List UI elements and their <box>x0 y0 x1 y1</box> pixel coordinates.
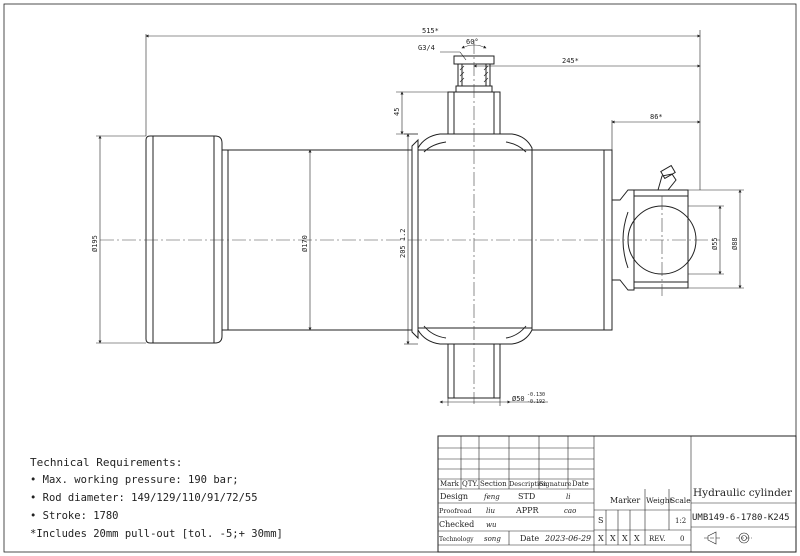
tb-scale: Scale <box>670 496 691 505</box>
title-block <box>437 435 797 553</box>
tb-header-qty: QTY. <box>462 480 478 488</box>
tb-scale-value: 1:2 <box>675 517 686 525</box>
tb-design-sig: feng <box>483 493 500 501</box>
dim-eye-outer: Ø88 <box>731 237 739 250</box>
dim-trunnion-tol-upper: -0.130 <box>527 392 545 398</box>
requirement-item: • Rod diameter: 149/129/110/91/72/55 <box>30 492 258 504</box>
tb-proofread-sig: liu <box>486 507 495 515</box>
dim-port-angle: 60° <box>466 38 479 46</box>
dim-eye-inner: Ø55 <box>711 237 719 250</box>
dim-port-height: 45 <box>393 108 401 116</box>
barrel-outline <box>145 135 223 344</box>
tb-x-mark-4: X <box>634 534 640 543</box>
dim-trunnion-dia: Ø50 <box>512 395 525 403</box>
tb-part-number: UMB149-6-1780-K245 <box>692 513 790 523</box>
tb-header-signature: Signature <box>539 480 572 488</box>
requirement-item: *Includes 20mm pull-out [tol. -5;+ 30mm] <box>30 528 283 540</box>
cylinder-body <box>145 55 697 399</box>
tb-weight: Weight <box>646 496 673 505</box>
tb-appr: APPR <box>515 506 540 515</box>
tb-proofread: Proofread <box>439 507 472 515</box>
dim-end-offset: 86* <box>650 113 663 121</box>
tb-marker: Marker <box>610 496 640 505</box>
tb-date-value: 2023-06-29 <box>544 534 591 543</box>
tb-x-mark-3: X <box>622 534 628 543</box>
tb-header-section: Section <box>480 480 507 488</box>
tb-header-date: Date <box>572 480 589 488</box>
tb-std: STD <box>518 492 535 501</box>
tb-design: Design <box>440 492 468 501</box>
tb-rev-value: 0 <box>680 535 684 543</box>
dimension-lines <box>96 30 744 406</box>
dim-barrel-dia: Ø195 <box>91 235 99 252</box>
tb-header-description: Description <box>509 480 547 488</box>
dim-trunnion-tol-lower: -0.192 <box>527 399 545 405</box>
tb-date-label: Date <box>520 534 539 543</box>
drawing-frame <box>3 3 797 553</box>
tb-title: Hydraulic cylinder <box>693 487 793 499</box>
dim-overall-length: 515* <box>422 27 439 35</box>
tb-appr-sig: cao <box>564 507 576 515</box>
tb-technology-sig: song <box>484 535 501 543</box>
tb-checked-sig: wu <box>486 521 497 529</box>
tb-x-mark-1: X <box>598 534 604 543</box>
tb-std-sig: li <box>566 493 570 501</box>
tb-rev: REV. <box>649 535 665 543</box>
dim-head-dia: 205 1.2 <box>399 228 407 258</box>
tb-header-mark: Mark <box>440 480 460 488</box>
requirement-item: • Stroke: 1780 <box>30 510 119 522</box>
tb-x-mark-2: X <box>610 534 616 543</box>
dim-stage-dia: Ø170 <box>301 235 309 252</box>
dim-port-thread: G3/4 <box>418 44 435 52</box>
dim-port-to-end: 245* <box>562 57 579 65</box>
tb-technology: Technology <box>439 536 474 543</box>
mounting-eye <box>633 189 689 289</box>
requirements-title: Technical Requirements: <box>30 456 183 469</box>
requirement-item: • Max. working pressure: 190 bar; <box>30 474 239 486</box>
head-body <box>417 133 533 345</box>
tb-checked: Checked <box>439 520 474 529</box>
tb-s-mark: S <box>598 516 603 525</box>
